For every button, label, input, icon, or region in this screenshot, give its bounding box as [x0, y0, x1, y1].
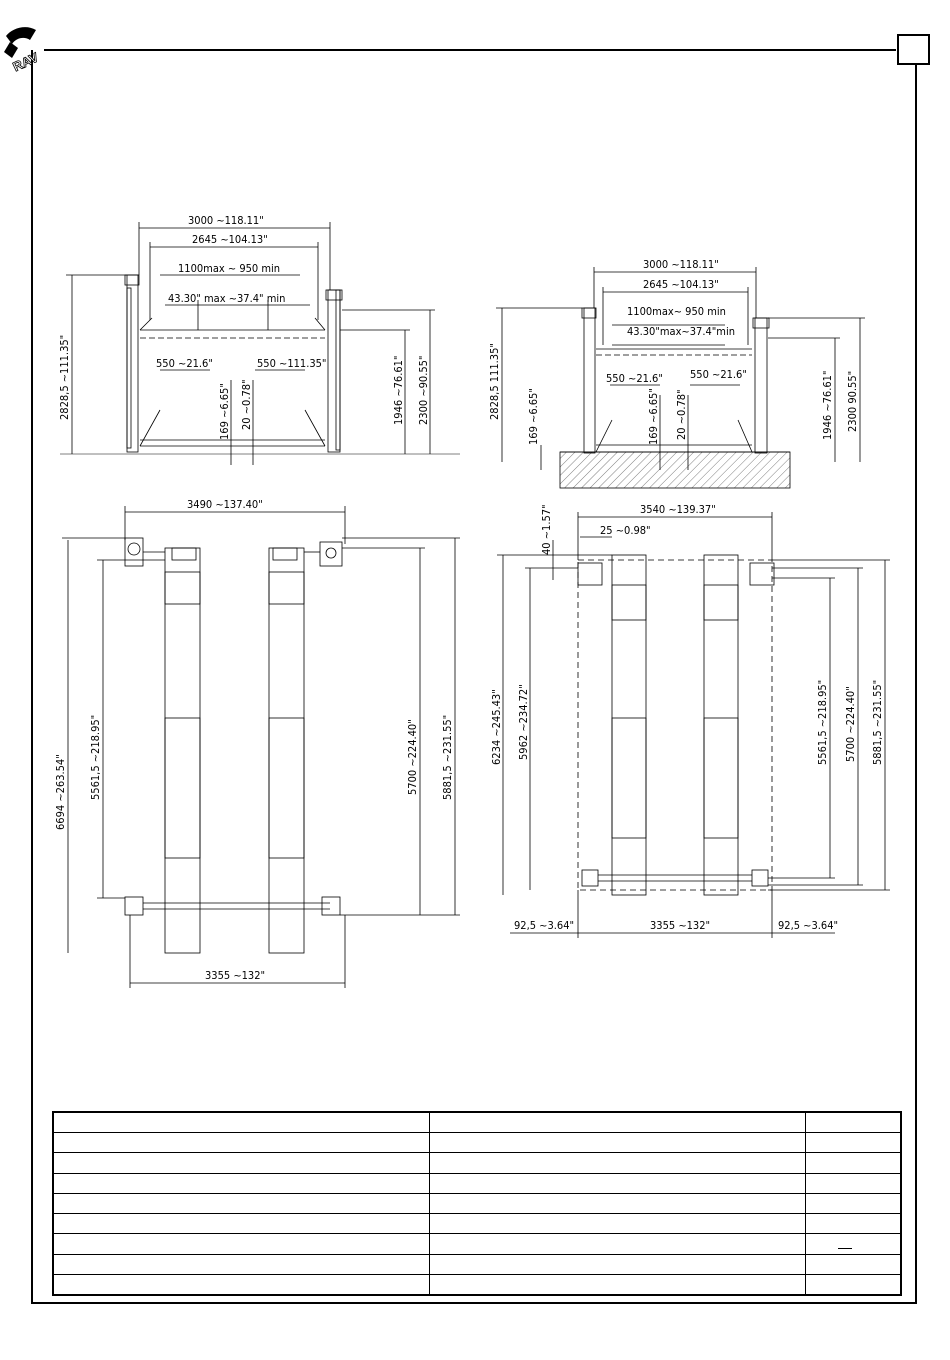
table-row — [52, 1111, 902, 1134]
table-row — [52, 1172, 902, 1194]
dim-plan-left-base-width: 3355 ~132" — [205, 969, 265, 982]
dim-plan-right-column-distance: 5700 ~224.40" — [844, 686, 857, 762]
dim-left-overall-width: 3000 ~118.11" — [188, 214, 264, 227]
dim-right-pad-left: 550 ~21.6" — [606, 372, 663, 385]
front-view-left — [60, 222, 460, 465]
dim-left-max-height: 2300 ~90.55" — [417, 356, 430, 426]
dim-left-pad-right: 550 ~111.35" — [257, 357, 327, 370]
dim-plan-right-offset-y: 40 ~1.57" — [540, 504, 553, 555]
dim-plan-right-outer-length: 5881,5 ~231.55" — [871, 680, 884, 765]
dim-right-overall-width: 3000 ~118.11" — [643, 258, 719, 271]
dim-plan-right-frame-length: 5962 ~234.72" — [517, 684, 530, 760]
table-cell — [805, 1233, 902, 1255]
plan-view-right — [497, 512, 890, 938]
table-cell — [429, 1152, 807, 1174]
table-row — [52, 1233, 902, 1255]
dim-plan-right-overall-width: 3540 ~139.37" — [640, 503, 716, 516]
dim-left-ground-offset: 20 ~0.78" — [240, 379, 253, 430]
technical-drawing: 3000 ~118.11" 2645 ~104.13" 1100max ~ 95… — [54, 214, 890, 988]
table-cell — [52, 1111, 431, 1134]
table-cell — [805, 1253, 902, 1275]
dim-plan-right-side-left: 92,5 ~3.64" — [514, 919, 574, 932]
dim-right-max-height: 2300 90.55" — [846, 371, 859, 432]
dim-plan-right-side-right: 92,5 ~3.64" — [778, 919, 838, 932]
dim-plan-left-column-distance: 5700 ~224.40" — [406, 719, 419, 795]
table-cell — [52, 1253, 431, 1275]
header-rule — [44, 49, 896, 51]
table-cell — [52, 1172, 431, 1194]
dash-mark — [838, 1248, 853, 1250]
table-cell — [52, 1273, 431, 1296]
spec-table — [52, 1111, 902, 1296]
dim-plan-left-total-length: 6694 ~263.54" — [54, 754, 67, 830]
dim-left-min-height: 169 ~6.65" — [218, 383, 231, 440]
table-cell — [429, 1192, 807, 1215]
dim-left-total-height: 2828,5 ~111.35" — [58, 335, 71, 420]
front-view-right — [496, 267, 865, 489]
table-cell — [52, 1192, 431, 1215]
dim-left-pad-left: 550 ~21.6" — [156, 357, 213, 370]
table-row — [52, 1213, 902, 1235]
table-cell — [429, 1253, 807, 1275]
dim-right-platform-in: 43.30"max~37.4"min — [627, 325, 735, 338]
dim-right-platform-mm: 1100max~ 950 min — [627, 305, 726, 318]
table-cell — [429, 1111, 807, 1134]
table-cell — [429, 1172, 807, 1194]
dim-plan-right-base-width: 3355 ~132" — [650, 919, 710, 932]
dim-left-platform-mm: 1100max ~ 950 min — [178, 262, 280, 275]
table-cell — [429, 1273, 807, 1296]
table-cell — [52, 1233, 431, 1255]
table-row — [52, 1273, 902, 1296]
table-cell — [52, 1132, 431, 1154]
table-cell — [805, 1152, 902, 1174]
dim-right-inner-width: 2645 ~104.13" — [643, 278, 719, 291]
table-cell — [805, 1213, 902, 1235]
dim-left-lift-height: 1946 ~76.61" — [392, 356, 405, 426]
dim-right-pad-right: 550 ~21.6" — [690, 368, 747, 381]
rav-logo: RAV — [4, 27, 41, 74]
dim-plan-right-runway-length: 5561,5 ~218.95" — [816, 680, 829, 765]
table-cell — [805, 1111, 902, 1134]
page-frame — [31, 50, 917, 1304]
dim-plan-right-total-length: 6234 ~245.43" — [490, 689, 503, 765]
table-row — [52, 1132, 902, 1154]
table-cell — [805, 1132, 902, 1154]
table-cell — [805, 1172, 902, 1194]
table-row — [52, 1192, 902, 1215]
table-cell — [429, 1233, 807, 1255]
dim-left-platform-in: 43.30" max ~37.4" min — [168, 292, 285, 305]
dim-plan-left-runway-length: 5561,5 ~218.95" — [89, 715, 102, 800]
table-cell — [429, 1132, 807, 1154]
dim-plan-left-overall-width: 3490 ~137.40" — [187, 498, 263, 511]
table-cell — [52, 1152, 431, 1174]
table-cell — [429, 1213, 807, 1235]
dim-plan-left-outer-length: 5881,5 ~231.55" — [441, 715, 454, 800]
dim-right-lift-height: 1946 ~76.61" — [821, 371, 834, 441]
spec-table-body — [52, 1111, 902, 1296]
dim-right-total-height: 2828,5 111.35" — [488, 343, 501, 420]
table-row — [52, 1253, 902, 1275]
table-cell — [805, 1192, 902, 1215]
dim-right-pit-depth: 169 ~6.65" — [527, 388, 540, 445]
table-cell — [52, 1213, 431, 1235]
dim-right-min-height: 169 ~6.65" — [647, 388, 660, 445]
table-row — [52, 1152, 902, 1174]
table-cell — [805, 1273, 902, 1296]
dim-left-inner-width: 2645 ~104.13" — [192, 233, 268, 246]
dim-right-ground-offset: 20 ~0.78" — [675, 389, 688, 440]
page-number-box — [897, 34, 930, 65]
dim-plan-right-offset-x: 25 ~0.98" — [600, 524, 651, 537]
plan-view-left — [62, 506, 460, 988]
